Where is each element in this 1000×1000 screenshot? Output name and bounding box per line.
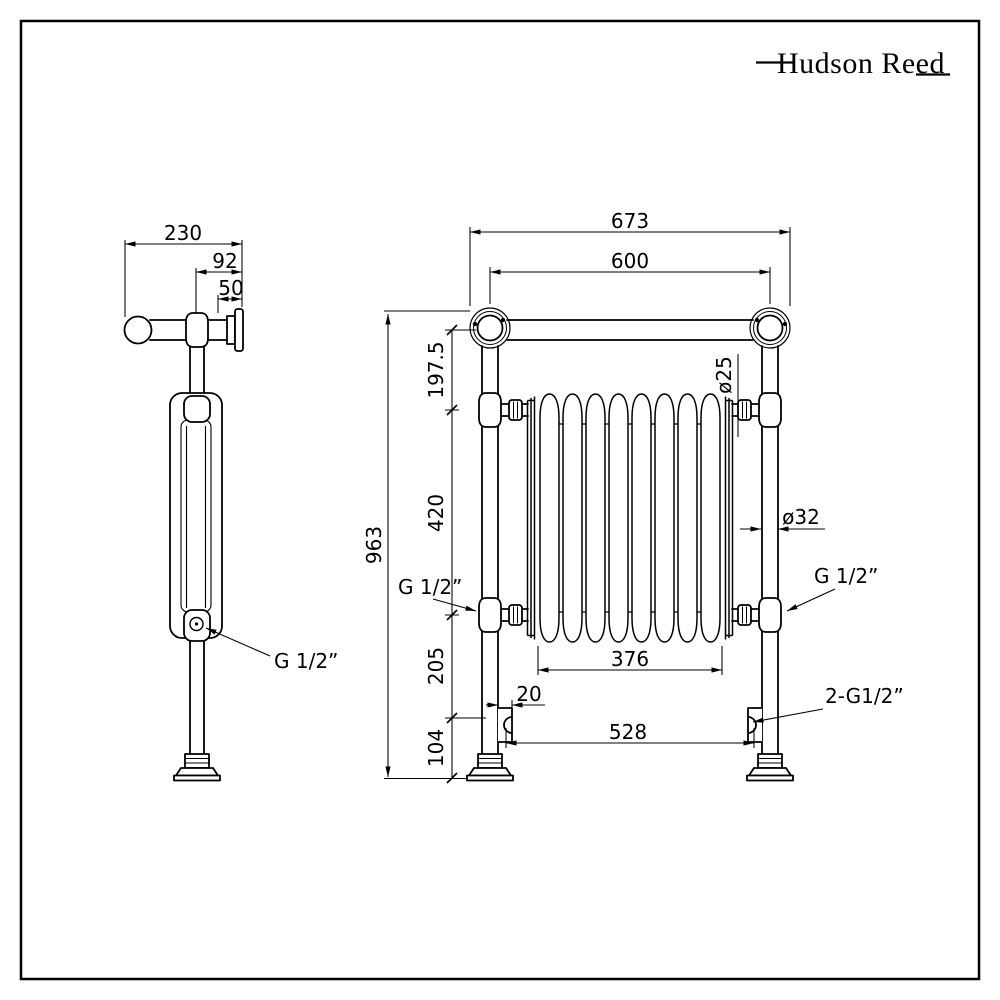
dim-front-overall-height: 963 bbox=[362, 526, 386, 564]
dim-front-overall-width: 673 bbox=[611, 209, 649, 233]
side-view: 230 92 50 G 1/2” bbox=[123, 221, 338, 782]
radiator-end-cap-left bbox=[526, 396, 536, 640]
label-connection-left: G 1/2” bbox=[398, 575, 462, 599]
dim-front-inlet-offset: 20 bbox=[516, 682, 541, 706]
radiator-side-profile bbox=[169, 392, 223, 639]
side-connection-leader bbox=[205, 627, 271, 657]
front-foot-right bbox=[746, 753, 794, 782]
dim-front-lower-section: 205 bbox=[424, 647, 448, 685]
chain-extension-lines bbox=[452, 329, 486, 719]
cross-joint-bottom-left bbox=[478, 597, 502, 633]
rail-corner-joint-left bbox=[469, 307, 511, 349]
front-view: 673 600 963 197.5 420 205 104 ø25 ø32 bbox=[362, 209, 904, 784]
side-extension-lines bbox=[124, 240, 243, 317]
cross-joint-top-right bbox=[758, 392, 782, 428]
inlet-connection-right bbox=[747, 707, 762, 743]
towel-rail-front bbox=[506, 319, 754, 341]
radiator-connectors bbox=[500, 399, 760, 626]
connection-leader-left bbox=[432, 598, 477, 612]
side-connection-port bbox=[189, 616, 204, 632]
upright-pipe-upper bbox=[189, 345, 205, 395]
front-foot-left bbox=[466, 753, 514, 782]
label-side-connection: G 1/2” bbox=[274, 649, 338, 673]
front-view-dimensions: 673 600 963 197.5 420 205 104 ø25 ø32 bbox=[362, 209, 904, 784]
side-view-object bbox=[123, 308, 244, 782]
cross-joint-top-left bbox=[478, 392, 502, 428]
dim-front-radiator-width: 376 bbox=[611, 647, 649, 671]
front-top-extension-lines bbox=[469, 227, 791, 306]
rail-corner-joint-right bbox=[749, 307, 791, 349]
radiator-end-cap-right bbox=[724, 396, 734, 640]
dim-front-inlet-centres: 528 bbox=[609, 720, 647, 744]
label-connection-right: G 1/2” bbox=[814, 564, 878, 588]
dim-side-overall-depth: 230 bbox=[164, 221, 202, 245]
side-foot bbox=[173, 753, 221, 782]
front-view-object bbox=[466, 307, 794, 782]
dim-side-bracket-offset: 50 bbox=[218, 276, 243, 300]
chain-slash-ticks bbox=[446, 324, 458, 784]
dim-front-floor-section: 104 bbox=[424, 729, 448, 767]
dim-front-rail-centres: 600 bbox=[611, 249, 649, 273]
label-inlet-connections: 2-G1/2” bbox=[825, 684, 904, 708]
dim-side-pipe-to-wall: 92 bbox=[212, 249, 237, 273]
inlet-connections-leader bbox=[752, 708, 824, 723]
label-tube-diameter: ø32 bbox=[782, 505, 820, 529]
rail-ball-end bbox=[123, 315, 153, 345]
label-rail-diameter: ø25 bbox=[712, 356, 736, 394]
side-view-dimensions: 230 92 50 G 1/2” bbox=[124, 221, 338, 673]
logo: Hudson Reed bbox=[756, 47, 950, 80]
top-union-side bbox=[183, 395, 211, 423]
cross-joint-bottom-right bbox=[758, 597, 782, 633]
wall-bracket-collar bbox=[226, 315, 236, 345]
dim-front-top-section: 197.5 bbox=[424, 341, 448, 398]
dim-front-radiator-height: 420 bbox=[424, 494, 448, 532]
radiator-side-slot-inner bbox=[185, 426, 207, 608]
rail-centre-joint bbox=[185, 312, 209, 348]
upright-pipe-lower bbox=[189, 640, 205, 755]
radiator-columns bbox=[539, 393, 721, 643]
side-connection-port-dot bbox=[194, 622, 199, 626]
page-border bbox=[19, 19, 981, 981]
connection-leader-right bbox=[786, 588, 836, 612]
inlet-connection-left bbox=[498, 707, 513, 743]
wall-bracket-plate bbox=[234, 308, 244, 352]
